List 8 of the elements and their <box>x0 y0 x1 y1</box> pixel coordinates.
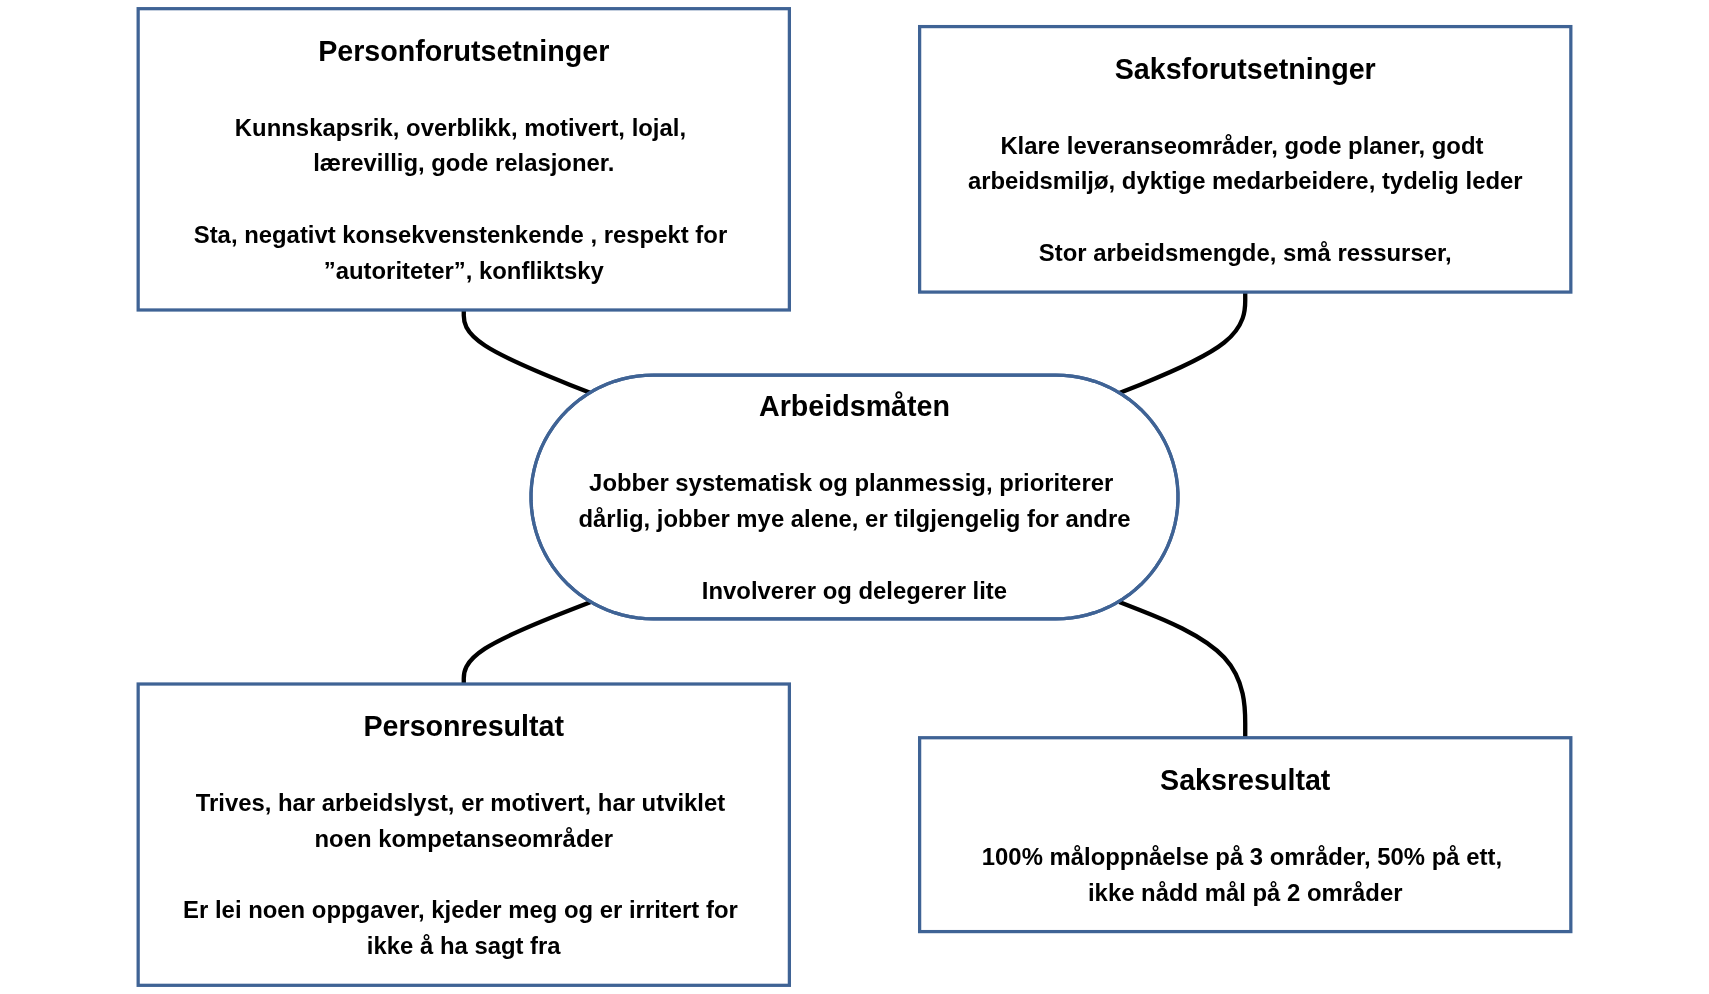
node-box: Saksresultat 100% måloppnåelse på 3 områder, 50% på ett, ikke nådd mål på 2 områder <box>918 736 1573 934</box>
connector <box>1118 600 1248 738</box>
node-box: Personresultat Trives, har arbeidslyst, er motivert, har utviklet noen kompetanseområder Er lei noen oppgaver, kjeder meg og er irritert for ikke å ha sagt fra <box>136 682 791 987</box>
connector <box>461 600 592 684</box>
node-box: Saksforutsetninger Klare leveranseområder, gode planer, godt arbeidsmiljø, dyktige medarbeidere, tydelig leder Stor arbeidsmengde, små ressurser, <box>918 24 1573 294</box>
connector <box>1118 292 1248 396</box>
node-box: Personforutsetninger Kunnskapsrik, overblikk, motivert, lojal, lærevillig, gode relasjoner. Sta, negativt konsekvenstenkende , respekt for ”autoriteter”, konfliktsky <box>136 7 791 312</box>
connector <box>461 310 592 396</box>
